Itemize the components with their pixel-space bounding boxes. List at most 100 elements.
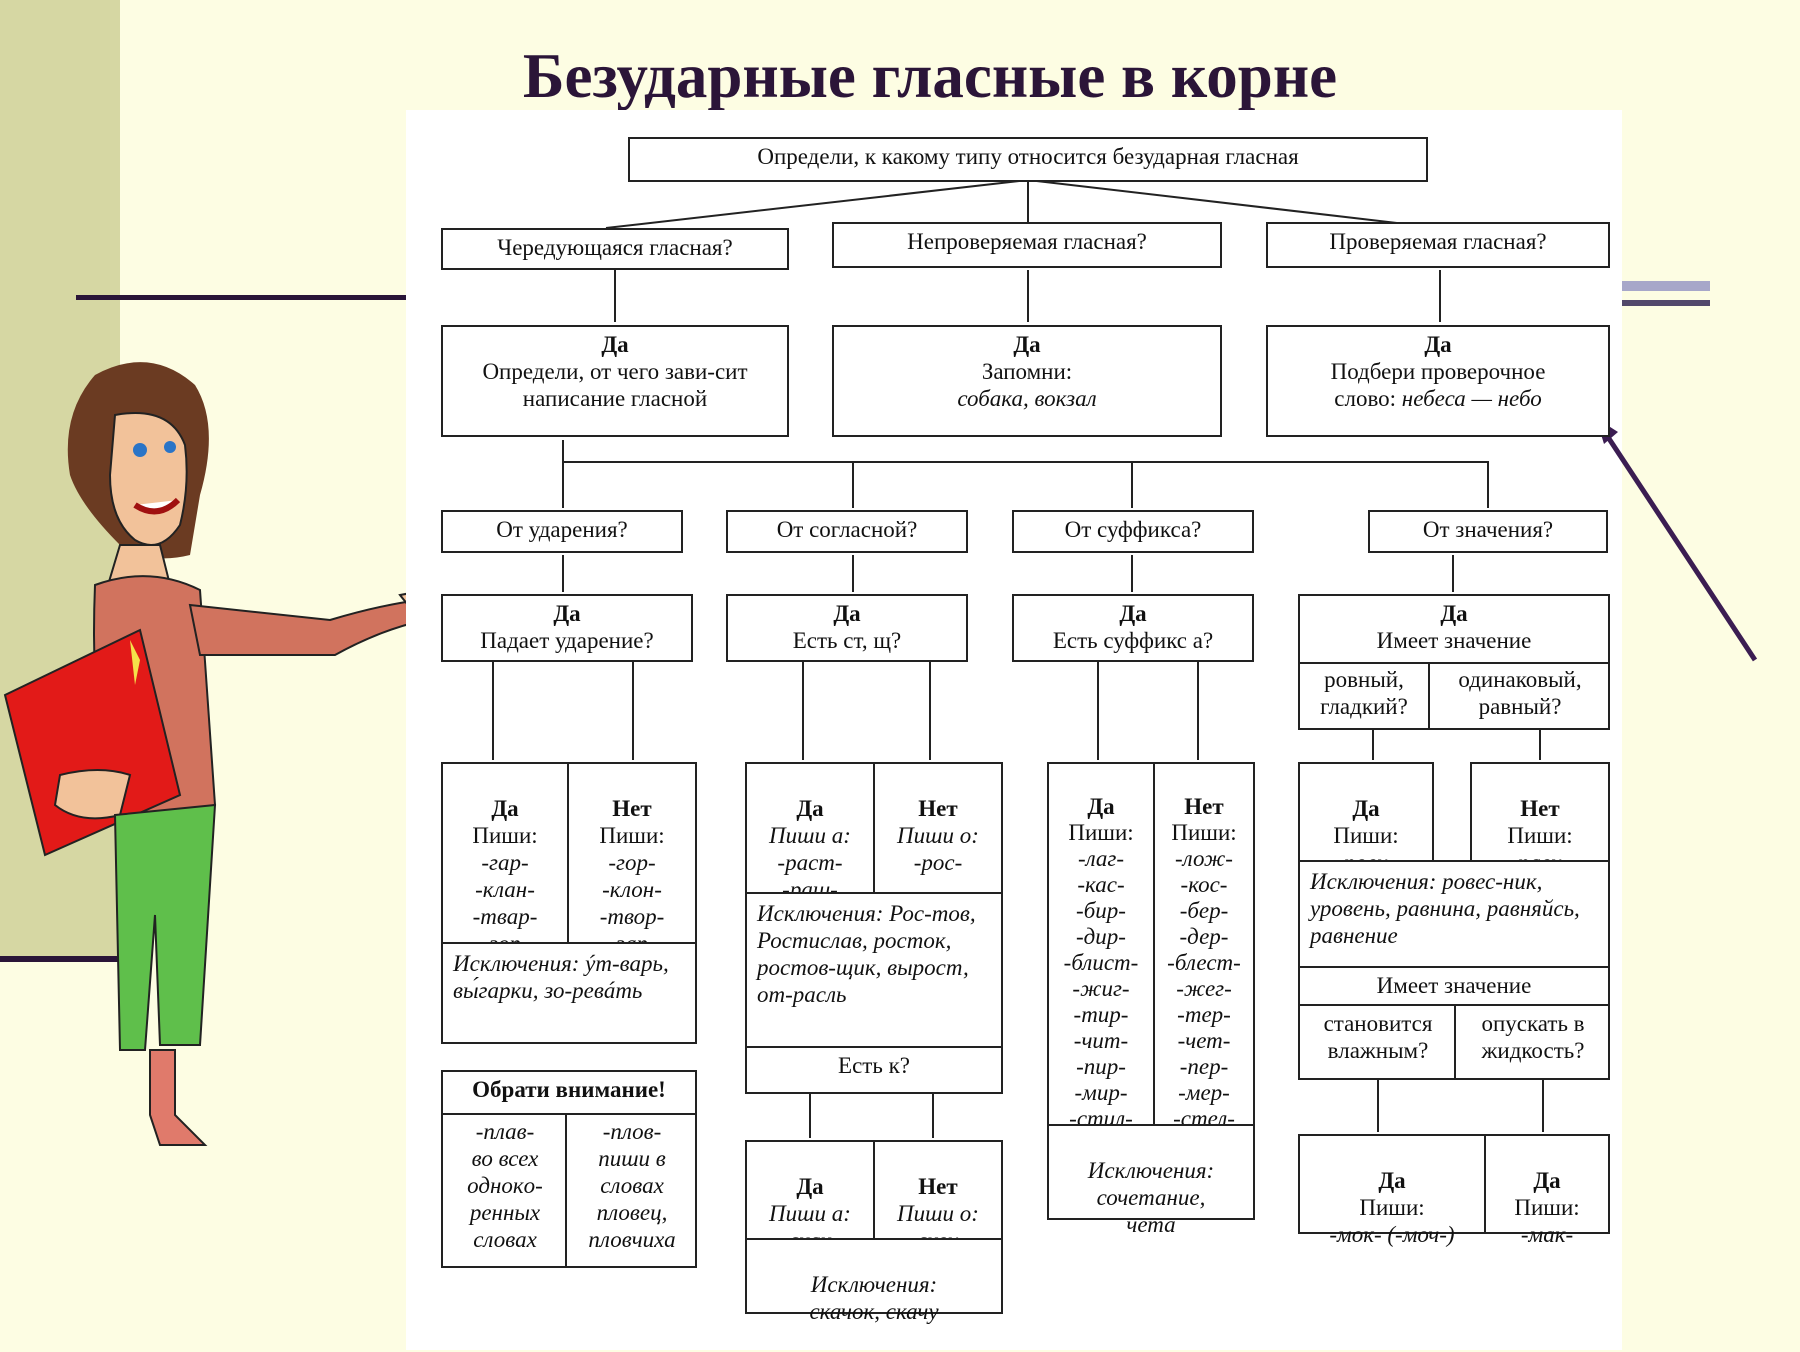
no-label: Нет — [612, 796, 652, 821]
k-question-box: Есть к? — [745, 1046, 1003, 1094]
alternating-vowel-label: Чередующаяся гласная? — [497, 235, 733, 260]
exceptions-text: Исключения: Рос-тов, Ростислав, росток, … — [757, 901, 976, 1007]
exceptions-text: Исключения: сочетание, чета — [1087, 1158, 1215, 1237]
meaning2-option-dip: опускать в жидкость? — [1481, 1011, 1585, 1063]
write-label: Пиши: — [472, 823, 538, 848]
no-label: Нет — [1184, 794, 1224, 819]
roots-list: -мок- (-моч-) — [1329, 1222, 1455, 1247]
yes-label: Да — [796, 1174, 824, 1199]
depends-stress-question: От ударения? — [441, 510, 683, 553]
no-label: Нет — [918, 1174, 958, 1199]
write-label: Пиши а: — [769, 823, 851, 848]
write-label: Пиши: — [599, 823, 665, 848]
write-label: Пиши о: — [897, 1201, 979, 1226]
write-label: Пиши а: — [769, 1201, 851, 1226]
suffix-a-question: Есть суффикс а? — [1052, 628, 1214, 653]
exceptions-text: Исключения: ýт-варь, вы́гарки, зо-ревáть — [453, 951, 669, 1003]
alternating-yes-box: Да Определи, от чего зави-сит написание … — [441, 325, 789, 437]
decor-bar-right-dark — [1620, 300, 1710, 306]
no-label: Нет — [1520, 796, 1560, 821]
alternating-instruction: Определи, от чего зави-сит написание гла… — [482, 359, 748, 411]
no-label: Нет — [918, 796, 958, 821]
yes-label: Да — [796, 796, 824, 821]
exceptions-text: Исключения: скачок, скачу — [809, 1272, 939, 1324]
st-shch-box: Да Есть ст, щ? — [726, 594, 968, 662]
roots-list: -гар- -клан- -твар- -зор- — [472, 850, 538, 956]
roots-list: -рос- — [913, 850, 963, 875]
verifiable-vowel-label: Проверяемая гласная? — [1329, 229, 1547, 254]
teacher-illustration — [3, 362, 471, 1146]
verify-instruction: Подбери проверочное — [1330, 359, 1546, 384]
st-shch-question: Есть ст, щ? — [792, 628, 902, 653]
start-box: Определи, к какому типу относится безуда… — [628, 137, 1428, 182]
verifiable-vowel-question: Проверяемая гласная? — [1266, 222, 1610, 268]
attention-plov: -плов- пиши в словах пловец, пловчиха — [588, 1119, 676, 1252]
yes-label: Да — [1440, 601, 1468, 626]
decor-line-top — [76, 295, 406, 300]
roots-list: -лаг- -кас- -бир- -дир- -блист- -жиг- -т… — [1063, 846, 1139, 1131]
start-text: Определи, к какому типу относится безуда… — [757, 144, 1299, 169]
depends-suffix-question: От суффикса? — [1012, 510, 1254, 553]
depends-consonant-label: От согласной? — [776, 517, 918, 542]
depends-meaning-label: От значения? — [1422, 517, 1554, 542]
yes-label: Да — [553, 601, 581, 626]
roots-list: -лож- -кос- -бер- -дер- -блест- -жег- -т… — [1167, 846, 1241, 1131]
meaning-question: Имеет значение — [1376, 628, 1532, 653]
meaning-option-smooth: ровный, гладкий? — [1320, 667, 1408, 719]
roots-list: -мак- — [1520, 1222, 1574, 1247]
unverifiable-vowel-label: Непроверяемая гласная? — [907, 229, 1147, 254]
stress-falls-box: Да Падает ударение? — [441, 594, 693, 662]
attention-box: Обрати внимание! -плав- во всех однокo- … — [441, 1070, 697, 1268]
yes-label: Да — [833, 601, 861, 626]
mean-exceptions-box: Исключения: ровес-ник, уровень, равнина,… — [1298, 860, 1610, 968]
yes-label: Да — [1087, 794, 1115, 819]
yes-label: Да — [1352, 796, 1380, 821]
remember-examples: собака, вокзал — [957, 386, 1097, 411]
depends-consonant-question: От согласной? — [726, 510, 968, 553]
verify-example-label: слово: — [1334, 386, 1397, 411]
write-label: Пиши: — [1507, 823, 1573, 848]
meaning2-option-wet: становится влажным? — [1323, 1011, 1433, 1063]
alternating-vowel-question: Чередующаяся гласная? — [441, 228, 789, 270]
decor-bar-right-light — [1620, 281, 1710, 291]
write-label: Пиши: — [1333, 823, 1399, 848]
slide-title: Безударные гласные в корне — [522, 41, 1338, 111]
write-label: Пиши: — [1359, 1195, 1425, 1220]
verify-example: небеса — небо — [1401, 386, 1542, 411]
exceptions-text: Исключения: ровес-ник, уровень, равнина,… — [1310, 869, 1580, 948]
stress-falls-question: Падает ударение? — [480, 628, 654, 653]
attention-heading: Обрати внимание! — [472, 1077, 666, 1102]
write-label: Пиши: — [1514, 1195, 1580, 1220]
cons-exceptions-box: Исключения: Рос-тов, Ростислав, росток, … — [745, 892, 1003, 1048]
meaning-option-equal: одинаковый, равный? — [1458, 667, 1582, 719]
remember-label: Запомни: — [981, 359, 1073, 384]
decor-line-bottom — [0, 956, 120, 962]
stress-exceptions-box: Исключения: ýт-варь, вы́гарки, зо-ревáть — [441, 942, 697, 1044]
depends-stress-label: От ударения? — [496, 517, 628, 542]
depends-meaning-question: От значения? — [1368, 510, 1608, 553]
roots-list: -гор- -клон- -твор- -зар- — [599, 850, 665, 956]
depends-suffix-label: От суффикса? — [1064, 517, 1202, 542]
suffix-a-box: Да Есть суффикс а? — [1012, 594, 1254, 662]
unverifiable-vowel-question: Непроверяемая гласная? — [832, 222, 1222, 268]
yes-label: Да — [1013, 332, 1041, 357]
yes-label: Да — [1533, 1168, 1561, 1193]
k-question: Есть к? — [838, 1053, 910, 1078]
k-exceptions-box: Исключения: скачок, скачу — [745, 1238, 1003, 1324]
unverifiable-yes-box: Да Запомни: собака, вокзал — [832, 325, 1222, 437]
suff-exceptions-box: Исключения: сочетание, чета — [1047, 1124, 1255, 1237]
yes-label: Да — [601, 332, 629, 357]
yes-label: Да — [1424, 332, 1452, 357]
write-label: Пиши: — [1171, 820, 1237, 845]
